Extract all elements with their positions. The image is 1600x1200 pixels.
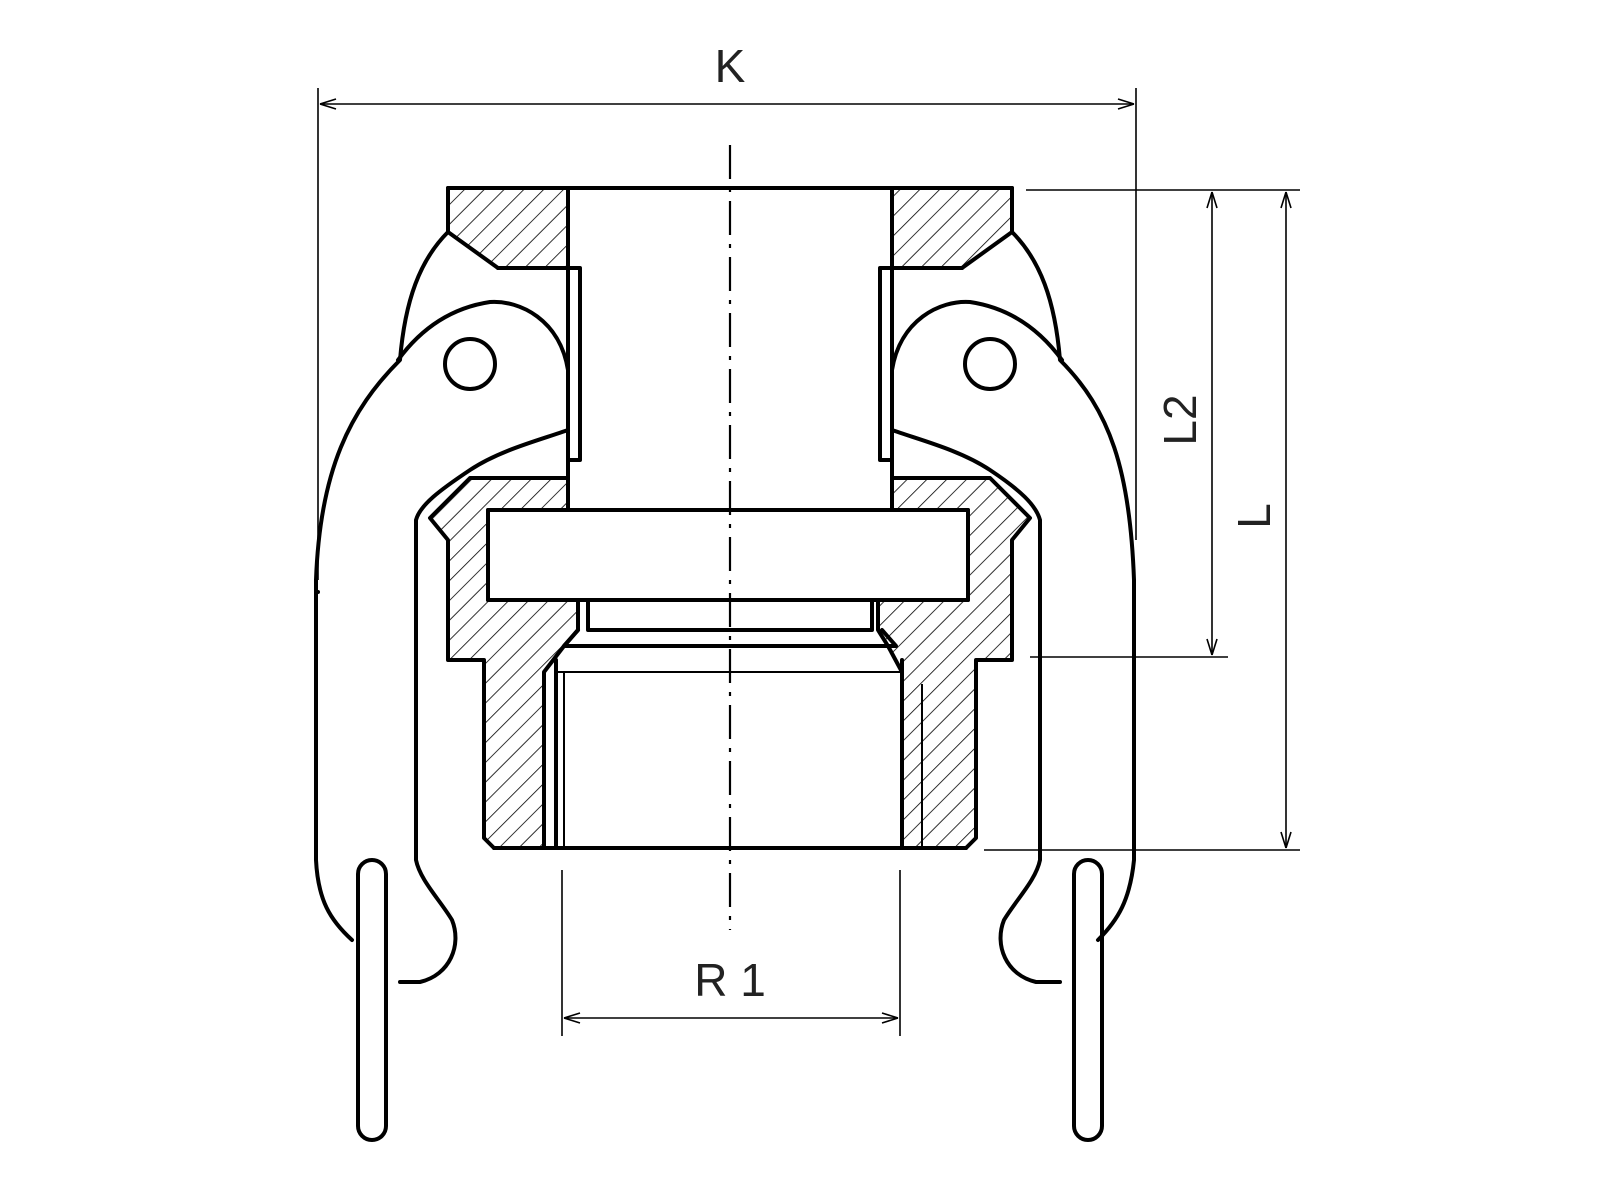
cam-arm-right [890, 230, 1136, 984]
dimension-l: L [984, 191, 1300, 851]
cam-pin-right [963, 337, 1017, 391]
dimension-k: K [317, 40, 1137, 580]
cam-arm-left [314, 230, 570, 984]
dimension-l2-label: L2 [1154, 394, 1206, 445]
cam-pin-left [443, 337, 497, 391]
ring-left [356, 858, 388, 1142]
dimension-l2: L2 [1026, 189, 1300, 658]
dimension-k-label: K [715, 40, 746, 92]
dimension-r1-label: R 1 [694, 954, 766, 1006]
top-ring-right-section [890, 186, 1014, 270]
gasket-groove [486, 508, 970, 602]
dimension-l-label: L [1228, 503, 1280, 529]
ring-right [1072, 858, 1104, 1142]
dimension-r1: R 1 [561, 870, 901, 1036]
top-ring-left-section [446, 186, 570, 270]
